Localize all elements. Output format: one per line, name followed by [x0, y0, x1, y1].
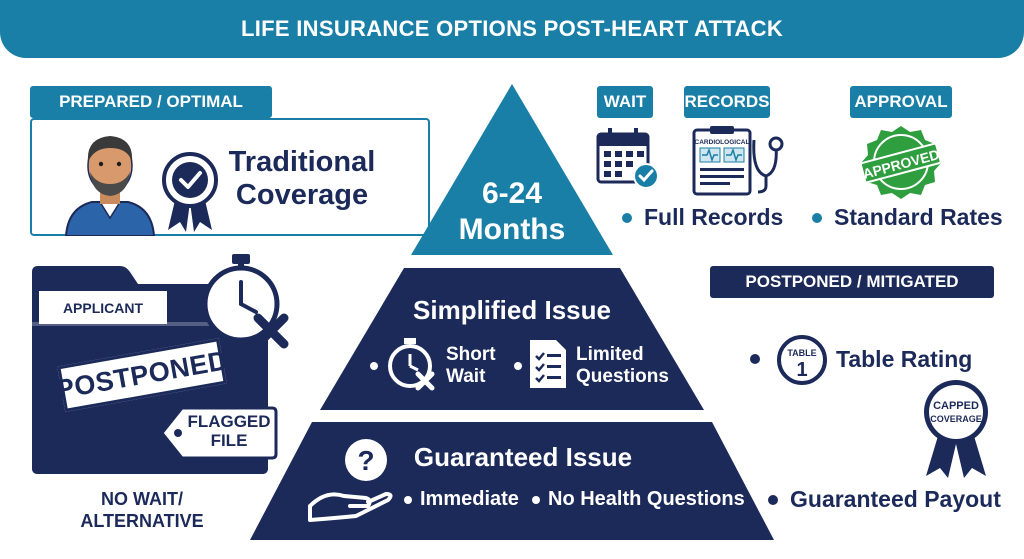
traditional-title-line1: Traditional — [228, 146, 376, 178]
table-badge-number: 1 — [796, 359, 807, 381]
no-wait-caption: NO WAIT/ ALTERNATIVE — [62, 488, 222, 532]
pyramid-top-line2: Months — [458, 213, 566, 246]
flagged-file-text: FLAGGED FILE — [184, 412, 274, 450]
prepared-optimal-label: PREPARED / OPTIMAL — [59, 92, 243, 111]
immediate-bullet: Immediate — [404, 488, 519, 511]
calendar-check-icon — [596, 128, 659, 189]
pyramid-middle-tier — [320, 268, 704, 410]
svg-text:?: ? — [357, 445, 374, 476]
approved-stamp-icon: APPROVED — [859, 126, 942, 199]
stopwatch-x-large-icon — [202, 254, 289, 349]
stopwatch-x-icon — [388, 338, 435, 391]
limited-questions-line2: Questions — [576, 366, 669, 387]
bullet-dot — [404, 495, 412, 504]
postponed-mitigated-label: POSTPONED / MITIGATED — [745, 272, 959, 291]
bullet-dot — [622, 212, 632, 223]
standard-rates-bullet: Standard Rates — [812, 204, 1003, 231]
flagged-file-tag — [160, 406, 278, 460]
wait-tag: WAIT — [597, 86, 653, 118]
limited-questions-line1: Limited — [576, 344, 644, 365]
man-avatar-icon — [64, 136, 156, 236]
guaranteed-payout-label: Guaranteed Payout — [790, 486, 1001, 512]
bullet-dot — [768, 494, 778, 505]
approval-label: APPROVAL — [854, 92, 948, 111]
capped-line2: COVERAGE — [930, 414, 982, 424]
simplified-issue-title: Simplified Issue — [413, 295, 611, 325]
capped-line1: CAPPED — [933, 400, 979, 412]
folder-tab-label: APPLICANT — [62, 300, 144, 316]
short-wait-text: Short Wait — [446, 344, 496, 388]
title-banner: LIFE INSURANCE OPTIONS POST-HEART ATTACK — [0, 0, 1024, 58]
question-icon: ? — [345, 439, 387, 481]
no-wait-caption-line1: NO WAIT/ — [101, 489, 183, 509]
no-health-questions-bullet: No Health Questions — [532, 488, 745, 511]
guaranteed-payout-bullet: Guaranteed Payout — [768, 486, 1001, 513]
wait-label: WAIT — [603, 92, 647, 111]
traditional-coverage-title: Traditional Coverage — [222, 146, 382, 212]
prepared-optimal-tag: PREPARED / OPTIMAL — [30, 86, 272, 118]
bullet-dot — [532, 495, 540, 504]
flagged-file-line2: FILE — [210, 431, 248, 450]
approval-tag: APPROVAL — [850, 86, 952, 118]
checklist-icon — [530, 340, 566, 388]
bullet-dot — [514, 362, 522, 370]
immediate-label: Immediate — [420, 488, 519, 510]
capped-coverage-badge: CAPPED COVERAGE — [924, 380, 988, 478]
bullet-dot — [812, 212, 822, 223]
no-wait-caption-line2: ALTERNATIVE — [80, 511, 204, 531]
short-wait-line1: Short — [446, 344, 496, 365]
pyramid-top-line1: 6-24 — [481, 177, 543, 210]
clipboard-stethoscope-icon: CARDIOLOGICAL — [692, 126, 784, 196]
traditional-title-line2: Coverage — [235, 179, 369, 211]
table-rating-label: Table Rating — [836, 346, 973, 372]
postponed-mitigated-tag: POSTPONED / MITIGATED — [710, 266, 994, 298]
full-records-label: Full Records — [644, 204, 784, 230]
full-records-bullet: Full Records — [622, 204, 783, 231]
flagged-file-line1: FLAGGED — [187, 412, 271, 431]
table-badge-top: TABLE — [787, 348, 816, 358]
check-badge-icon — [162, 152, 218, 232]
page-title: LIFE INSURANCE OPTIONS POST-HEART ATTACK — [240, 16, 784, 41]
clipboard-label: CARDIOLOGICAL — [695, 139, 750, 146]
no-health-questions-label: No Health Questions — [548, 488, 745, 510]
limited-questions-text: Limited Questions — [576, 344, 669, 388]
pyramid-top-text: 6-24 Months — [430, 176, 594, 248]
standard-rates-label: Standard Rates — [834, 204, 1003, 230]
short-wait-line2: Wait — [446, 366, 486, 387]
open-hand-icon — [308, 492, 393, 522]
table-rating-badge: TABLE 1 — [777, 335, 827, 385]
records-tag: RECORDS — [684, 86, 770, 118]
guaranteed-issue-title: Guaranteed Issue — [413, 442, 633, 472]
bullet-dot — [750, 354, 760, 364]
pyramid-top-tier — [411, 84, 613, 255]
bullet-dot — [370, 362, 378, 370]
records-label: RECORDS — [684, 92, 770, 111]
